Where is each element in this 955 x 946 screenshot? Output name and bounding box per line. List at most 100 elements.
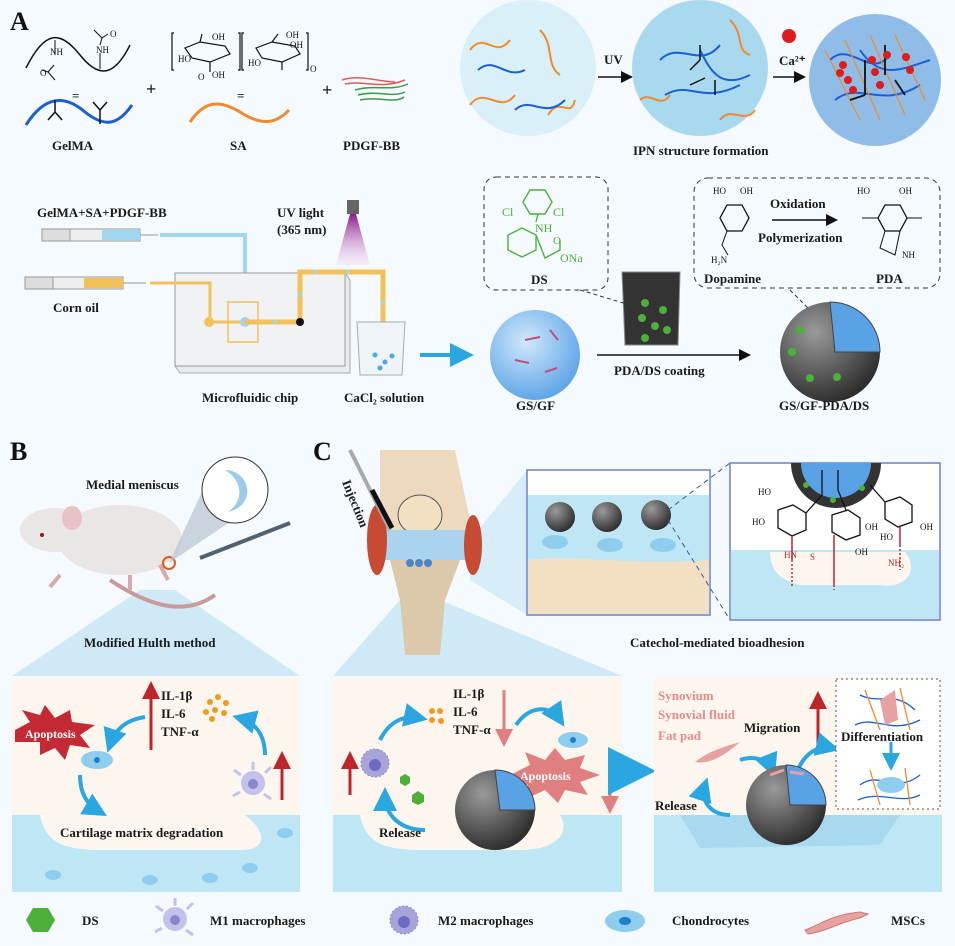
apoptosis-burst-icon — [15, 705, 95, 760]
uv-step-label: UV — [604, 52, 623, 67]
chip-label: Microfluidic chip — [202, 390, 298, 405]
legend-label-m1: M1 macrophages — [210, 913, 305, 928]
pda-reaction-box — [693, 177, 941, 289]
dopamine-ho: HO — [713, 186, 726, 196]
bond-s: S — [810, 552, 815, 562]
source-fat-pad: Fat pad — [658, 728, 702, 743]
svg-text:HO: HO — [178, 54, 191, 64]
mouse-illustration — [20, 505, 217, 609]
zoom-triangle-b — [12, 590, 300, 676]
migration-label: Migration — [744, 720, 801, 735]
meniscus-inset — [201, 456, 269, 524]
ds-nh: NH — [535, 221, 553, 235]
b-apoptosis-label: Apoptosis — [25, 727, 76, 741]
b-cytokine-1: IL-1β — [161, 688, 193, 703]
svg-text:OH: OH — [212, 32, 225, 42]
calcium-ion-icon — [782, 29, 796, 43]
meniscus-icon — [225, 470, 248, 512]
msc-cell-icon — [695, 742, 740, 763]
legend-label-chondrocytes: Chondrocytes — [672, 913, 749, 928]
adhesion-zoom-box-1 — [526, 469, 711, 616]
syringe-1[interactable] — [41, 228, 158, 242]
pda-nh: NH — [902, 250, 915, 260]
degradation-label: Cartilage matrix degradation — [60, 825, 224, 840]
m2-macrophage-icon — [360, 748, 390, 778]
svg-text:O: O — [198, 72, 205, 82]
sa-label: SA — [230, 138, 247, 153]
c-msc-microsphere — [746, 764, 827, 845]
catechol-ho-1: HO — [758, 487, 771, 497]
dopamine-oh: OH — [740, 186, 753, 196]
svg-text:OH: OH — [212, 70, 225, 80]
sa-wave — [188, 102, 291, 123]
bond-nh2: NH₂ — [888, 558, 904, 568]
product-label: GS/GF-PDA/DS — [779, 398, 869, 413]
pda-oh: OH — [899, 186, 912, 196]
ds-structure — [507, 189, 561, 259]
gelma-structure: NH NH OO — [25, 29, 131, 81]
legend: DS M1 macrophages M2 macrophages Chondro… — [26, 898, 925, 937]
svg-text:OH: OH — [286, 30, 299, 40]
c-release-label-2: Release — [655, 798, 697, 813]
c-release-label-1: Release — [379, 825, 421, 840]
legend-label-m2: M2 macrophages — [438, 913, 533, 928]
b-cytokine-2: IL-6 — [161, 706, 186, 721]
bond-hn: HN — [784, 550, 797, 560]
panel-letter-b: B — [10, 437, 27, 466]
inlet-1-label: GelMA+SA+PDGF-BB — [37, 205, 167, 220]
m1-macrophage-icon — [232, 762, 273, 801]
oil-channel — [150, 281, 245, 324]
syringe-injection-icon[interactable] — [348, 449, 395, 531]
panel-b: B Medial meniscus Modified Hulth method … — [10, 437, 300, 892]
ds-ona: ONa — [560, 251, 583, 265]
catechol-oh-3: OH — [920, 522, 933, 532]
svg-text:NH: NH — [96, 45, 109, 55]
ipn-circle-3 — [809, 14, 941, 146]
ds-cl-2: Cl — [553, 205, 565, 219]
c-apoptosis-label: Apoptosis — [520, 769, 571, 783]
polymerization-label: Polymerization — [758, 230, 843, 245]
differentiation-label: Differentiation — [841, 729, 924, 744]
c-cytokine-1: IL-1β — [453, 686, 485, 701]
cytokine-particles-icon — [203, 694, 229, 722]
ds-cl-1: Cl — [502, 205, 514, 219]
bath-label: CaCl₂ solution — [344, 390, 425, 405]
sa-structure — [171, 32, 309, 72]
c-cytokine-2: IL-6 — [453, 704, 478, 719]
gelma-wave — [24, 99, 134, 126]
droplet-channel — [245, 269, 386, 358]
svg-text:HO: HO — [248, 58, 261, 68]
legend-label-ds: DS — [82, 913, 99, 928]
m2-macrophage-icon — [389, 905, 419, 935]
scalpel-icon — [199, 521, 291, 560]
pda-ho: HO — [857, 186, 870, 196]
pdgf-label: PDGF-BB — [343, 138, 400, 153]
panel-letter-a: A — [10, 7, 29, 36]
equals-sign: = — [72, 88, 79, 103]
coated-microsphere — [780, 301, 881, 402]
meniscus-label: Medial meniscus — [86, 477, 179, 492]
ds-structure-box — [483, 176, 609, 291]
bioadhesion-label: Catechol-mediated bioadhesion — [630, 635, 805, 650]
ipn-caption: IPN structure formation — [633, 143, 769, 158]
gsgf-microsphere — [490, 310, 580, 400]
svg-text:O: O — [310, 64, 317, 74]
uv-lamp-icon — [336, 200, 370, 265]
syringe-2[interactable] — [24, 276, 146, 290]
c-cytokine-3: TNF-α — [453, 722, 491, 737]
plus-sign: + — [146, 79, 156, 99]
catechol-oh-2: OH — [855, 547, 868, 557]
ipn-circle-1 — [460, 0, 596, 136]
ds-o: O — [553, 235, 561, 247]
hexagon-icon — [26, 908, 55, 932]
svg-text:NH: NH — [50, 47, 63, 57]
gsgf-label: GS/GF — [516, 398, 555, 413]
pdgf-protein-icon — [341, 77, 409, 101]
source-synovial-fluid: Synovial fluid — [658, 707, 736, 722]
panel-letter-c: C — [313, 437, 332, 466]
chondrocyte-icon — [605, 910, 645, 932]
uv-light-label: UV light — [277, 205, 325, 220]
